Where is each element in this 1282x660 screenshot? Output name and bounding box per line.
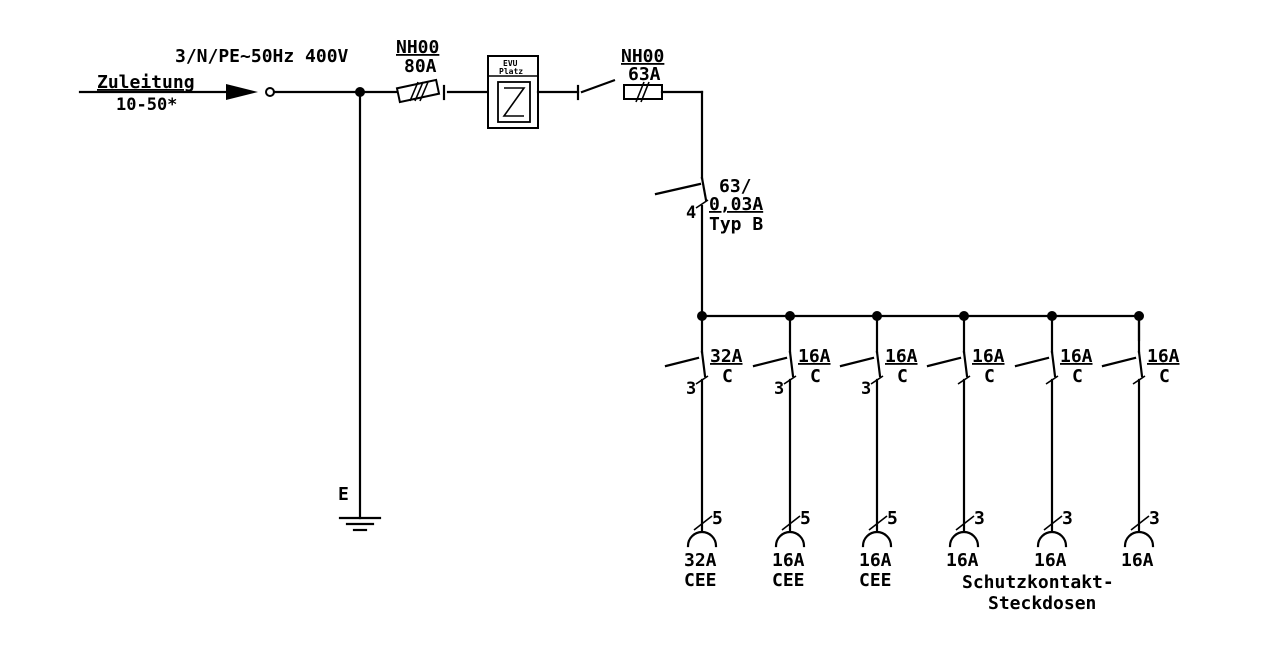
supply-feed: Zuleitung 10-50* 3/N/PE~50Hz 400V [78,46,349,115]
fuse-hatch [640,81,650,103]
breaker-rating: 16A [972,346,1005,367]
socket-group-label-1: Schutzkontakt- [962,572,1114,593]
rcd-type: Typ B [709,214,763,235]
rcd: 4 63/ 0,03A Typ B [654,90,763,318]
socket-icon [948,530,980,548]
meter-label-2: Platz [499,67,523,76]
breaker-blade-icon [875,350,882,378]
breaker-rating: 32A [710,346,743,367]
fuse-hatch [414,81,424,102]
socket-icon [861,530,893,548]
meter-z-icon [502,87,526,117]
cable-cores: 3 [974,508,985,529]
breaker-curve: C [722,366,733,387]
breaker-actuator-icon [1014,356,1050,368]
cable-mark [955,515,975,531]
meter-symbol-text: Z [560,59,561,61]
breaker-actuator-icon [664,356,700,368]
rcd-rating: 63/ [719,176,752,197]
breaker-curve: C [897,366,908,387]
breaker-curve: C [1072,366,1083,387]
breaker-actuator-icon [1101,356,1137,368]
main-fuse: NH00 80A [395,37,490,104]
socket-icon [1123,530,1155,548]
cable-cores: 5 [712,508,723,529]
rcd-actuator-icon [654,182,702,196]
earth-label: E [338,484,349,505]
second-fuse-type: NH00 [621,46,664,67]
socket-icon [686,530,718,548]
cable-cores: 5 [800,508,811,529]
feed-cable-label: 10-50* [116,95,177,115]
breaker-blade-icon [1137,350,1144,378]
breaker-rating: 16A [1147,346,1180,367]
breaker-blade-icon [788,350,795,378]
fuse-hatch [635,81,645,103]
outlet-type: CEE [772,570,805,591]
rcd-blade-icon [700,176,708,202]
cable-mark [781,515,801,531]
breaker-blade-icon [1050,350,1057,378]
switch-blade-icon [580,78,616,94]
main-fuse-type: NH00 [396,37,439,58]
cable-mark [868,515,888,531]
breaker-poles: 3 [686,379,696,399]
meter-label-1: EVU [503,59,518,68]
second-fuse-rating: 63A [628,64,661,85]
breaker-rating: 16A [1060,346,1093,367]
cable-cores: 3 [1149,508,1160,529]
breaker-curve: C [810,366,821,387]
cable-mark [693,515,713,531]
socket-group-label-2: Steckdosen [988,593,1096,614]
outlet-type: CEE [859,570,892,591]
feed-terminal-icon [265,87,275,97]
branch-circuits: 32AC3532ACEE16AC3516ACEE16AC3516ACEE16AC… [664,311,1180,591]
rcd-poles: 4 [686,203,696,223]
cable-mark [1043,515,1063,531]
breaker-curve: C [1159,366,1170,387]
cable-cores: 5 [887,508,898,529]
fuse-hatch [409,81,419,102]
breaker-curve: C [984,366,995,387]
rcd-trip: 0,03A [709,194,763,215]
breaker-actuator-icon [839,356,875,368]
outlet-rating: 16A [772,550,805,571]
breaker-blade-icon [700,350,707,378]
breaker-poles: 3 [861,379,871,399]
breaker-rating: 16A [798,346,831,367]
breaker-rating: 16A [885,346,918,367]
main-fuse-rating: 80A [404,56,437,77]
breaker-poles: 3 [774,379,784,399]
socket-icon [1036,530,1068,548]
outlet-type: CEE [684,570,717,591]
feed-arrow-icon [226,84,258,100]
supply-spec: 3/N/PE~50Hz 400V [175,46,349,67]
meter: EVU Platz Z [487,55,580,129]
second-fuse: NH00 63A [576,46,704,103]
feed-label: Zuleitung [97,72,195,93]
cable-cores: 3 [1062,508,1073,529]
outlet-rating: 16A [1034,550,1067,571]
breaker-actuator-icon [926,356,962,368]
breaker-blade-icon [962,350,969,378]
outlet-rating: 16A [946,550,979,571]
breaker-actuator-icon [752,356,788,368]
fuse-hatch [419,81,429,102]
outlet-rating: 32A [684,550,717,571]
outlet-rating: 16A [859,550,892,571]
earth-connection: E [338,90,382,532]
cable-mark [1130,515,1150,531]
rcd-pole-mark [695,199,709,209]
socket-icon [774,530,806,548]
outlet-rating: 16A [1121,550,1154,571]
